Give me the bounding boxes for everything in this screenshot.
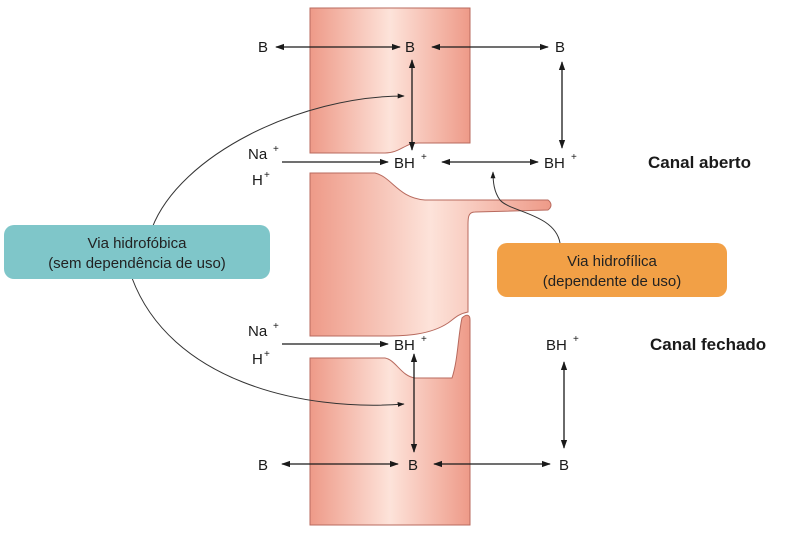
label-bh-bottom-right: BH <box>546 337 567 354</box>
label-h-bottom-plus: + <box>264 349 270 360</box>
label-h-top: H <box>252 172 263 189</box>
label-b-bottom-right: B <box>559 457 569 474</box>
label-b-top-left: B <box>258 39 268 56</box>
hydrophilic-line1: Via hidrofílica <box>567 253 657 270</box>
membrane-middle <box>309 172 552 337</box>
label-bh-top-mid: BH <box>394 155 415 172</box>
label-bh-top-right: BH <box>544 155 565 172</box>
hydrophilic-path-curve <box>490 171 561 244</box>
label-na-bottom: Na <box>248 323 268 340</box>
hydrophobic-line2: (sem dependência de uso) <box>48 255 226 272</box>
label-h-bottom: H <box>252 351 263 368</box>
label-canal-fechado: Canal fechado <box>650 335 766 354</box>
hydrophilic-pathway-box: Via hidrofílica (dependente de uso) <box>497 243 727 297</box>
hydrophobic-line1: Via hidrofóbica <box>88 235 188 252</box>
label-canal-aberto: Canal aberto <box>648 153 751 172</box>
hydrophobic-path-curve <box>131 95 404 405</box>
hydrophilic-box-bg <box>497 243 727 297</box>
hydrophobic-box-bg <box>4 225 270 279</box>
label-na-top: Na <box>248 146 268 163</box>
hydrophobic-pathway-box: Via hidrofóbica (sem dependência de uso) <box>4 225 270 279</box>
membrane-top-upper <box>309 7 471 154</box>
label-bh-top-right-plus: + <box>571 152 577 163</box>
label-b-bottom-mid: B <box>408 457 418 474</box>
label-bh-bottom-mid-plus: + <box>421 334 427 345</box>
label-bh-bottom-mid: BH <box>394 337 415 354</box>
label-b-top-mid: B <box>405 39 415 56</box>
hydrophilic-line2: (dependente de uso) <box>543 273 681 290</box>
label-b-bottom-left: B <box>258 457 268 474</box>
label-h-top-plus: + <box>264 170 270 181</box>
label-bh-top-mid-plus: + <box>421 152 427 163</box>
membrane-bottom-lower <box>309 314 471 526</box>
label-bh-bottom-right-plus: + <box>573 334 579 345</box>
label-na-bottom-plus: + <box>273 321 279 332</box>
label-b-top-right: B <box>555 39 565 56</box>
label-na-top-plus: + <box>273 144 279 155</box>
